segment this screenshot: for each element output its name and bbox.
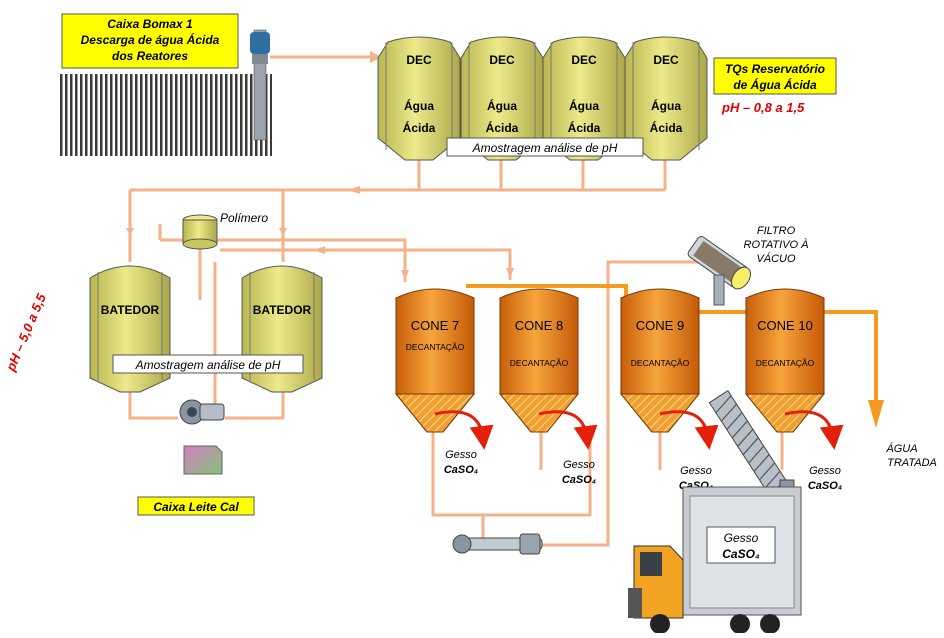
dec-title: DEC <box>571 53 597 67</box>
cone-title: CONE 7 <box>411 318 459 333</box>
filter-line2: ROTATIVO À <box>744 238 809 251</box>
sludge-pump-icon <box>452 533 543 555</box>
truck-label-box: Gesso CaSO₄ <box>706 526 776 564</box>
polymer-label: Polímero <box>220 211 268 225</box>
lime-pump-icon <box>179 399 225 425</box>
gypsum-label: Gesso <box>563 459 595 471</box>
discharge-arrow <box>538 410 598 450</box>
gypsum-formula: CaSO₄ <box>444 464 478 476</box>
rotary-filter-icon <box>687 236 751 306</box>
dec-title: DEC <box>406 53 432 67</box>
dec-sampling-box: Amostragem análise de pH <box>446 137 644 157</box>
filter-line1: FILTRO <box>757 225 796 237</box>
batedor-sampling-box: Amostragem análise de pH <box>112 354 304 374</box>
discharge-arrow <box>659 410 719 450</box>
reservoir-line2: de Água Ácida <box>733 77 817 92</box>
source-box-line1: Caixa Bomax 1 <box>107 17 193 31</box>
reservoir-label: TQs Reservatório de Água Ácida <box>713 57 837 95</box>
bomax-pump-icon <box>250 29 270 141</box>
source-box: Caixa Bomax 1 Descarga de água Ácida dos… <box>61 13 239 69</box>
gypsum-label: Gesso <box>445 449 477 461</box>
batedor-label: BATEDOR <box>253 303 312 317</box>
lime-box-label: Caixa Leite Cal <box>137 496 255 516</box>
cone-sub: DECANTAÇÃO <box>756 358 815 368</box>
dec-line2: Ácida <box>568 120 601 135</box>
cone-sub: DECANTAÇÃO <box>631 358 690 368</box>
cone-title: CONE 10 <box>757 318 813 333</box>
polymer-tank <box>182 214 218 250</box>
lime-box-icon <box>183 445 223 475</box>
source-box-line3: dos Reatores <box>112 49 188 63</box>
flow-arrows <box>126 51 514 280</box>
treated-water-line1: ÁGUA <box>885 442 917 455</box>
gypsum-formula: CaSO₄ <box>562 474 596 486</box>
treated-water-line2: TRATADA <box>887 457 937 469</box>
filter-line3: VÁCUO <box>756 252 796 265</box>
batedor-sampling-label: Amostragem análise de pH <box>135 358 281 372</box>
cone-title: CONE 9 <box>636 318 684 333</box>
discharge-arrow <box>434 410 494 450</box>
reactor-block <box>58 74 272 156</box>
dec-line2: Ácida <box>486 120 519 135</box>
gypsum-label: Gesso <box>680 465 712 477</box>
dec-title: DEC <box>653 53 679 67</box>
cone-sub: DECANTAÇÃO <box>510 358 569 368</box>
lime-box-text: Caixa Leite Cal <box>153 500 239 514</box>
dec-line1: Água <box>404 98 434 113</box>
cone-title: CONE 8 <box>515 318 563 333</box>
dec-line1: Água <box>487 98 517 113</box>
dec-sampling-label: Amostragem análise de pH <box>472 141 618 155</box>
gypsum-label: Gesso <box>809 465 841 477</box>
truck-label-line1: Gesso <box>724 531 759 545</box>
truck-label-line2: CaSO₄ <box>722 547 760 561</box>
cone-sub: DECANTAÇÃO <box>406 342 465 352</box>
dec-line2: Ácida <box>403 120 436 135</box>
discharge-arrow <box>784 410 844 450</box>
acid-pipes <box>128 55 784 547</box>
dec-line1: Água <box>651 98 681 113</box>
source-box-line2: Descarga de água Ácida <box>81 32 220 47</box>
dec-line2: Ácida <box>650 120 683 135</box>
batedor-label: BATEDOR <box>101 303 160 317</box>
dec-line1: Água <box>569 98 599 113</box>
reservoir-line1: TQs Reservatório <box>725 62 825 76</box>
dec-title: DEC <box>489 53 515 67</box>
ph-acid-label: pH – 0,8 a 1,5 <box>721 100 805 115</box>
treated-water-arrow <box>868 400 884 428</box>
ph-batedor-label: pH – 5,0 a 5,5 <box>3 291 50 374</box>
gypsum-formula: CaSO₄ <box>808 480 842 492</box>
